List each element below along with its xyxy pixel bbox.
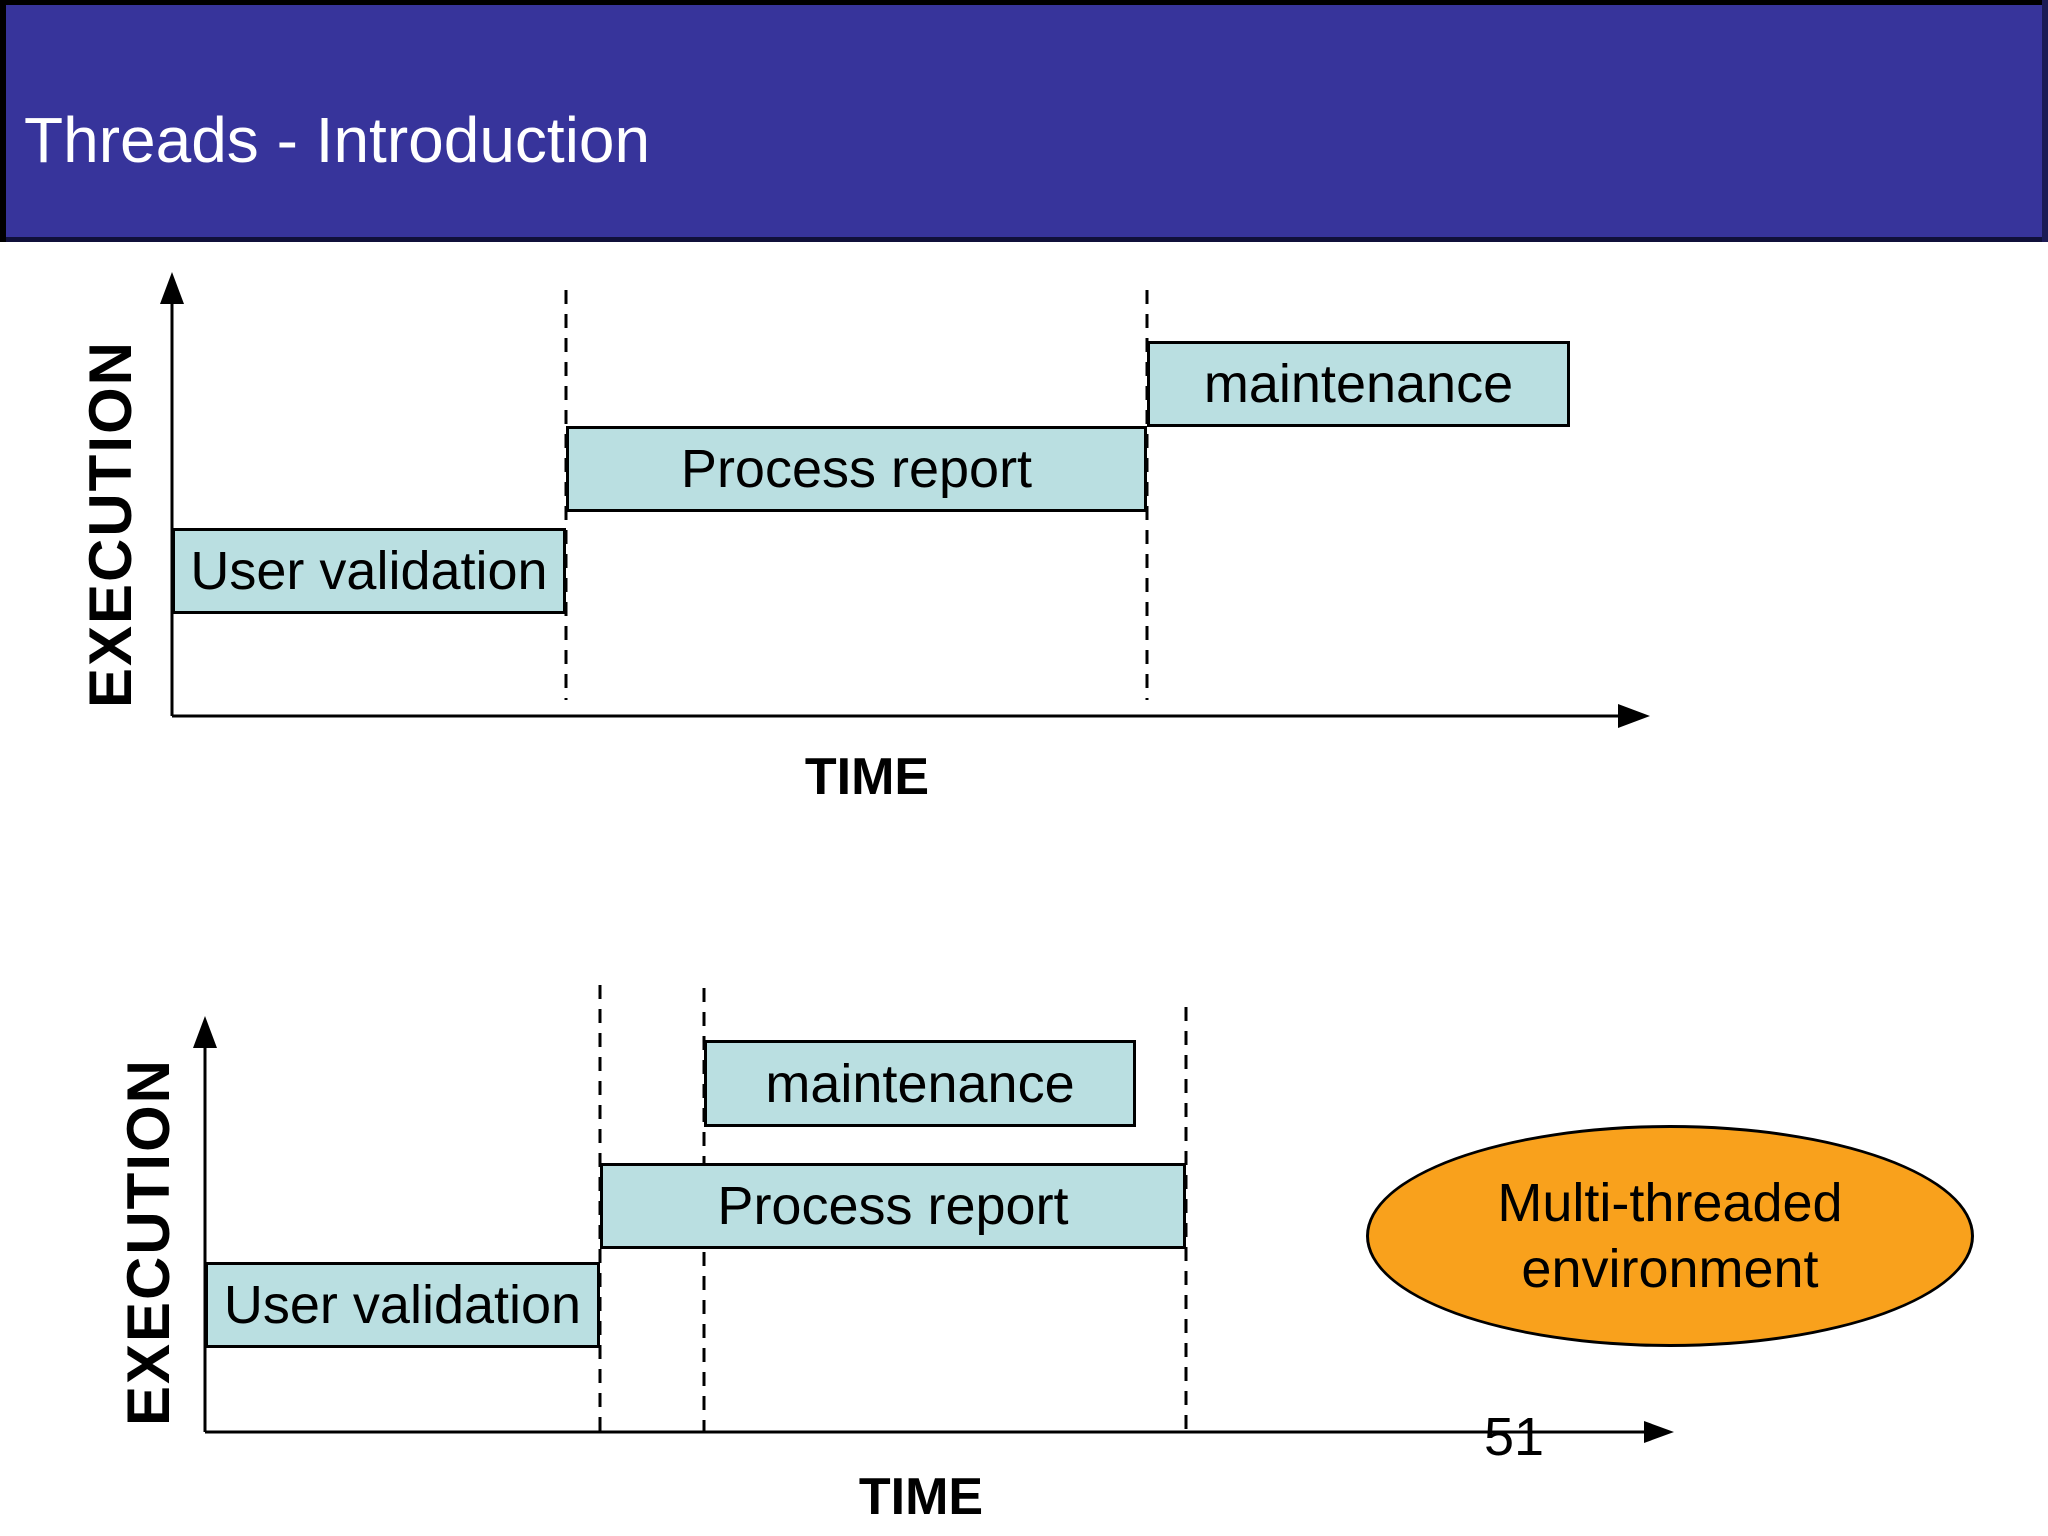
slide-edge-left <box>0 0 6 242</box>
top-task-user-validation: User validation <box>172 528 566 614</box>
top-y-axis-arrowhead <box>160 272 184 304</box>
bottom-task-user-validation: User validation <box>205 1262 600 1348</box>
top-task-maintenance-label: maintenance <box>1203 354 1514 414</box>
top-task-process-report-label: Process report <box>680 439 1033 499</box>
top-x-axis-label: TIME <box>804 748 930 806</box>
top-task-user-validation-label: User validation <box>190 541 548 601</box>
bottom-x-axis-label: TIME <box>858 1468 984 1526</box>
slide-edge-top <box>0 0 2048 5</box>
bottom-x-axis-arrowhead <box>1644 1421 1674 1443</box>
callout-line1: Multi-threaded <box>1497 1173 1843 1233</box>
bottom-task-maintenance: maintenance <box>704 1040 1136 1127</box>
title-banner <box>0 0 2048 242</box>
top-task-process-report: Process report <box>566 426 1147 512</box>
slide-title: Threads - Introduction <box>24 104 651 176</box>
top-x-axis-arrowhead <box>1618 704 1650 728</box>
bottom-y-axis-label: EXECUTION <box>114 1057 182 1427</box>
top-task-maintenance: maintenance <box>1147 341 1570 427</box>
page-number: 51 <box>1484 1407 1545 1467</box>
slide-edge-right <box>2042 0 2048 242</box>
bottom-task-maintenance-label: maintenance <box>765 1053 1075 1114</box>
multi-threaded-callout: Multi-threaded environment <box>1366 1125 1974 1347</box>
callout-line2: environment <box>1521 1239 1819 1299</box>
bottom-y-axis-arrowhead <box>193 1016 217 1048</box>
bottom-task-user-validation-label: User validation <box>223 1275 582 1335</box>
top-y-axis-label: EXECUTION <box>76 339 144 709</box>
bottom-task-process-report: Process report <box>600 1163 1186 1249</box>
bottom-task-process-report-label: Process report <box>717 1176 1069 1236</box>
